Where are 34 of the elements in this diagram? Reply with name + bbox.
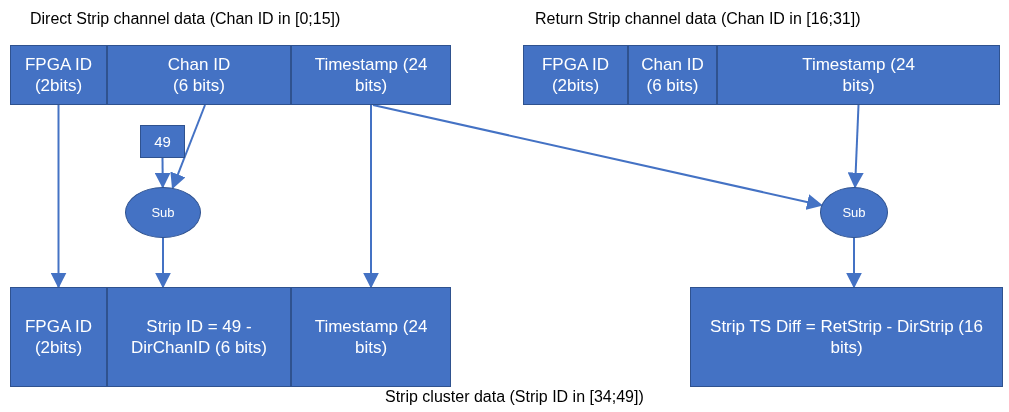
field-text: Timestamp (24 bits) xyxy=(313,316,429,358)
field-text: Strip TS Diff = RetStrip - DirStrip (16 bits) xyxy=(709,316,984,358)
arrow xyxy=(50,104,67,289)
field-box xyxy=(628,45,717,105)
section-caption: Return Strip channel data (Chan ID in [16;31]) xyxy=(535,10,861,28)
field-box xyxy=(291,287,451,387)
field-box xyxy=(523,45,628,105)
field-text: FPGA ID (2bits) xyxy=(23,54,94,96)
field-text: Timestamp (24 bits) xyxy=(801,54,916,96)
field-text: 49 xyxy=(153,132,172,152)
field-box xyxy=(10,287,107,387)
arrow xyxy=(372,104,823,210)
field-text: FPGA ID (2bits) xyxy=(23,316,94,358)
field-box xyxy=(107,287,291,387)
section-caption: Strip cluster data (Strip ID in [34;49]) xyxy=(385,388,644,406)
field-text: FPGA ID (2bits) xyxy=(540,54,611,96)
arrow xyxy=(846,237,862,289)
field-box xyxy=(291,45,451,105)
field-box xyxy=(107,45,291,105)
field-text: Sub xyxy=(150,204,176,222)
field-box xyxy=(690,287,1003,387)
arrow xyxy=(847,104,864,189)
field-box xyxy=(717,45,1000,105)
field-box xyxy=(10,45,107,105)
constant-box xyxy=(140,125,185,158)
section-caption: Direct Strip channel data (Chan ID in [0;15]) xyxy=(30,10,341,28)
field-text: Sub xyxy=(841,204,867,222)
field-text: Chan ID (6 bits) xyxy=(166,54,232,96)
field-text: Timestamp (24 bits) xyxy=(313,54,429,96)
field-text: Strip ID = 49 - DirChanID (6 bits) xyxy=(129,316,268,358)
arrow xyxy=(154,157,171,189)
field-text: Chan ID (6 bits) xyxy=(640,54,705,96)
arrow xyxy=(155,237,171,289)
arrow xyxy=(363,104,379,289)
